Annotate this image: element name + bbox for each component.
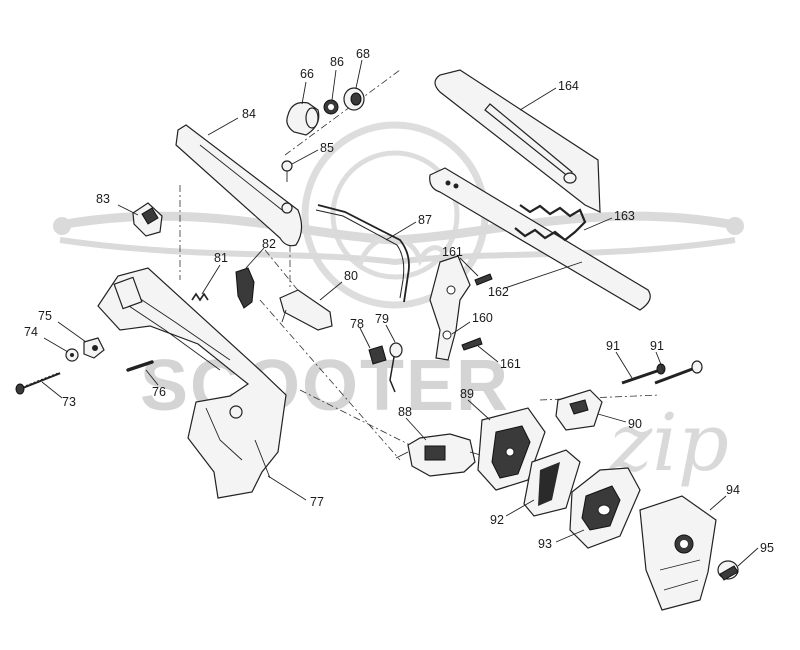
- callout-85: 85: [320, 141, 334, 155]
- callout-79: 79: [375, 312, 389, 326]
- callout-75: 75: [38, 309, 52, 323]
- part-85-screw: [281, 160, 293, 182]
- callout-91b: 91: [650, 339, 664, 353]
- part-89-filter-base: [477, 407, 546, 491]
- callout-77: 77: [310, 495, 324, 509]
- part-94-top-cover: [639, 495, 717, 611]
- callout-74: 74: [24, 325, 38, 339]
- callout-68: 68: [356, 47, 370, 61]
- part-163-saw-chain: [514, 204, 587, 242]
- part-95-knob: [717, 560, 739, 581]
- part-161-screw-upper: [474, 273, 493, 286]
- callout-95: 95: [760, 541, 774, 555]
- callout-66: 66: [300, 67, 314, 81]
- part-91-bolt-b: [654, 360, 703, 385]
- callout-161-upper: 161: [442, 245, 463, 259]
- callout-81: 81: [214, 251, 228, 265]
- part-78-switch: [368, 345, 387, 365]
- part-86-washer: [323, 99, 339, 115]
- part-162-guide-bar: [429, 167, 651, 311]
- callout-164: 164: [558, 79, 579, 93]
- callout-82: 82: [262, 237, 276, 251]
- callout-162: 162: [488, 285, 509, 299]
- part-91-bolt-a: [621, 363, 666, 385]
- callout-90: 90: [628, 417, 642, 431]
- part-90-plate: [555, 389, 603, 431]
- part-74-washer: [65, 348, 79, 362]
- part-68-sprocket: [343, 87, 365, 111]
- callout-91a: 91: [606, 339, 620, 353]
- callout-89: 89: [460, 387, 474, 401]
- part-66-bushing: [286, 101, 320, 136]
- part-75-nut: [83, 337, 105, 359]
- callout-80: 80: [344, 269, 358, 283]
- callout-86: 86: [330, 55, 344, 69]
- part-73-bolt: [15, 370, 63, 395]
- callout-163: 163: [614, 209, 635, 223]
- callout-94: 94: [726, 483, 740, 497]
- callout-84: 84: [242, 107, 256, 121]
- callout-73: 73: [62, 395, 76, 409]
- part-160-brake-band: [429, 255, 471, 361]
- callout-87: 87: [418, 213, 432, 227]
- part-76-pin: [126, 360, 154, 372]
- callout-93: 93: [538, 537, 552, 551]
- part-87-spring-rod: [315, 204, 410, 303]
- part-164-bar-cover: [434, 69, 601, 213]
- part-81-spring: [191, 292, 209, 302]
- callout-160: 160: [472, 311, 493, 325]
- part-161-screw-lower: [461, 337, 483, 351]
- callout-88: 88: [398, 405, 412, 419]
- callout-76: 76: [152, 385, 166, 399]
- callout-83: 83: [96, 192, 110, 206]
- part-83-clip: [132, 202, 163, 237]
- watermark-logo: [53, 121, 744, 309]
- part-84-bracket: [175, 124, 303, 247]
- part-79-oil-pump-link: [389, 342, 403, 393]
- callout-labels: 66 86 68 164 84 85 83 87 163 82 81 161 8…: [24, 47, 774, 555]
- part-82-trigger: [235, 267, 255, 309]
- part-88-carburetor: [395, 433, 485, 477]
- part-92-air-filter: [523, 449, 581, 517]
- callout-78: 78: [350, 317, 364, 331]
- callout-92: 92: [490, 513, 504, 527]
- part-80-lockout: [279, 289, 333, 331]
- part-77-housing: [97, 267, 287, 499]
- leader-lines: [41, 59, 759, 567]
- part-93-filter-housing: [569, 467, 641, 549]
- callout-161-lower: 161: [500, 357, 521, 371]
